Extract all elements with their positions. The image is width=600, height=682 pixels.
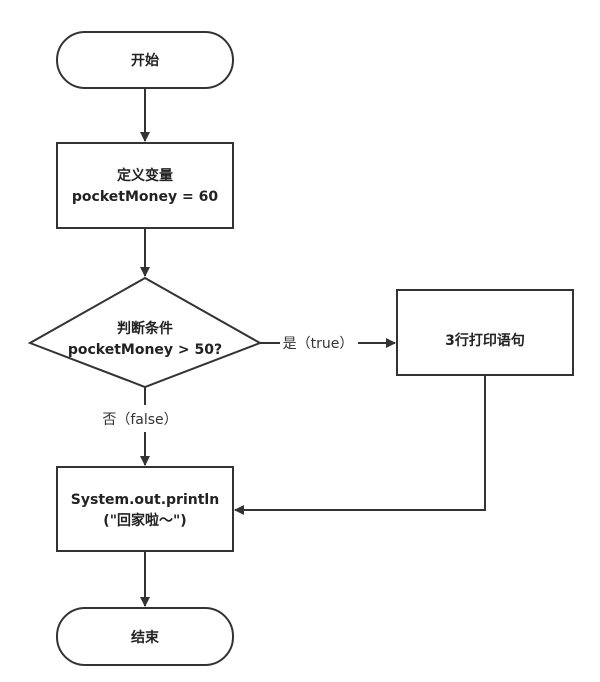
print3-label: 3行打印语句 bbox=[445, 332, 525, 349]
start-node bbox=[56, 31, 234, 89]
define-label-1: 定义变量 bbox=[117, 167, 173, 184]
true-edge-label: 是（true） bbox=[283, 336, 354, 352]
start-label: 开始 bbox=[131, 52, 159, 69]
condition-label-1: 判断条件 bbox=[117, 320, 173, 337]
condition-node bbox=[27, 276, 263, 389]
println-label-1: System.out.println bbox=[71, 492, 219, 508]
false-edge-label: 否（false） bbox=[102, 412, 177, 428]
print-three-lines-node bbox=[396, 289, 574, 376]
println-label-2: ("回家啦～") bbox=[103, 512, 186, 529]
println-node bbox=[56, 466, 234, 552]
define-variable-node bbox=[56, 142, 234, 229]
define-label-2: pocketMoney = 60 bbox=[72, 189, 218, 205]
end-label: 结束 bbox=[131, 629, 160, 646]
end-node bbox=[56, 607, 234, 666]
edge-print3-println bbox=[234, 375, 486, 515]
condition-label-2: pocketMoney > 50? bbox=[68, 342, 222, 358]
